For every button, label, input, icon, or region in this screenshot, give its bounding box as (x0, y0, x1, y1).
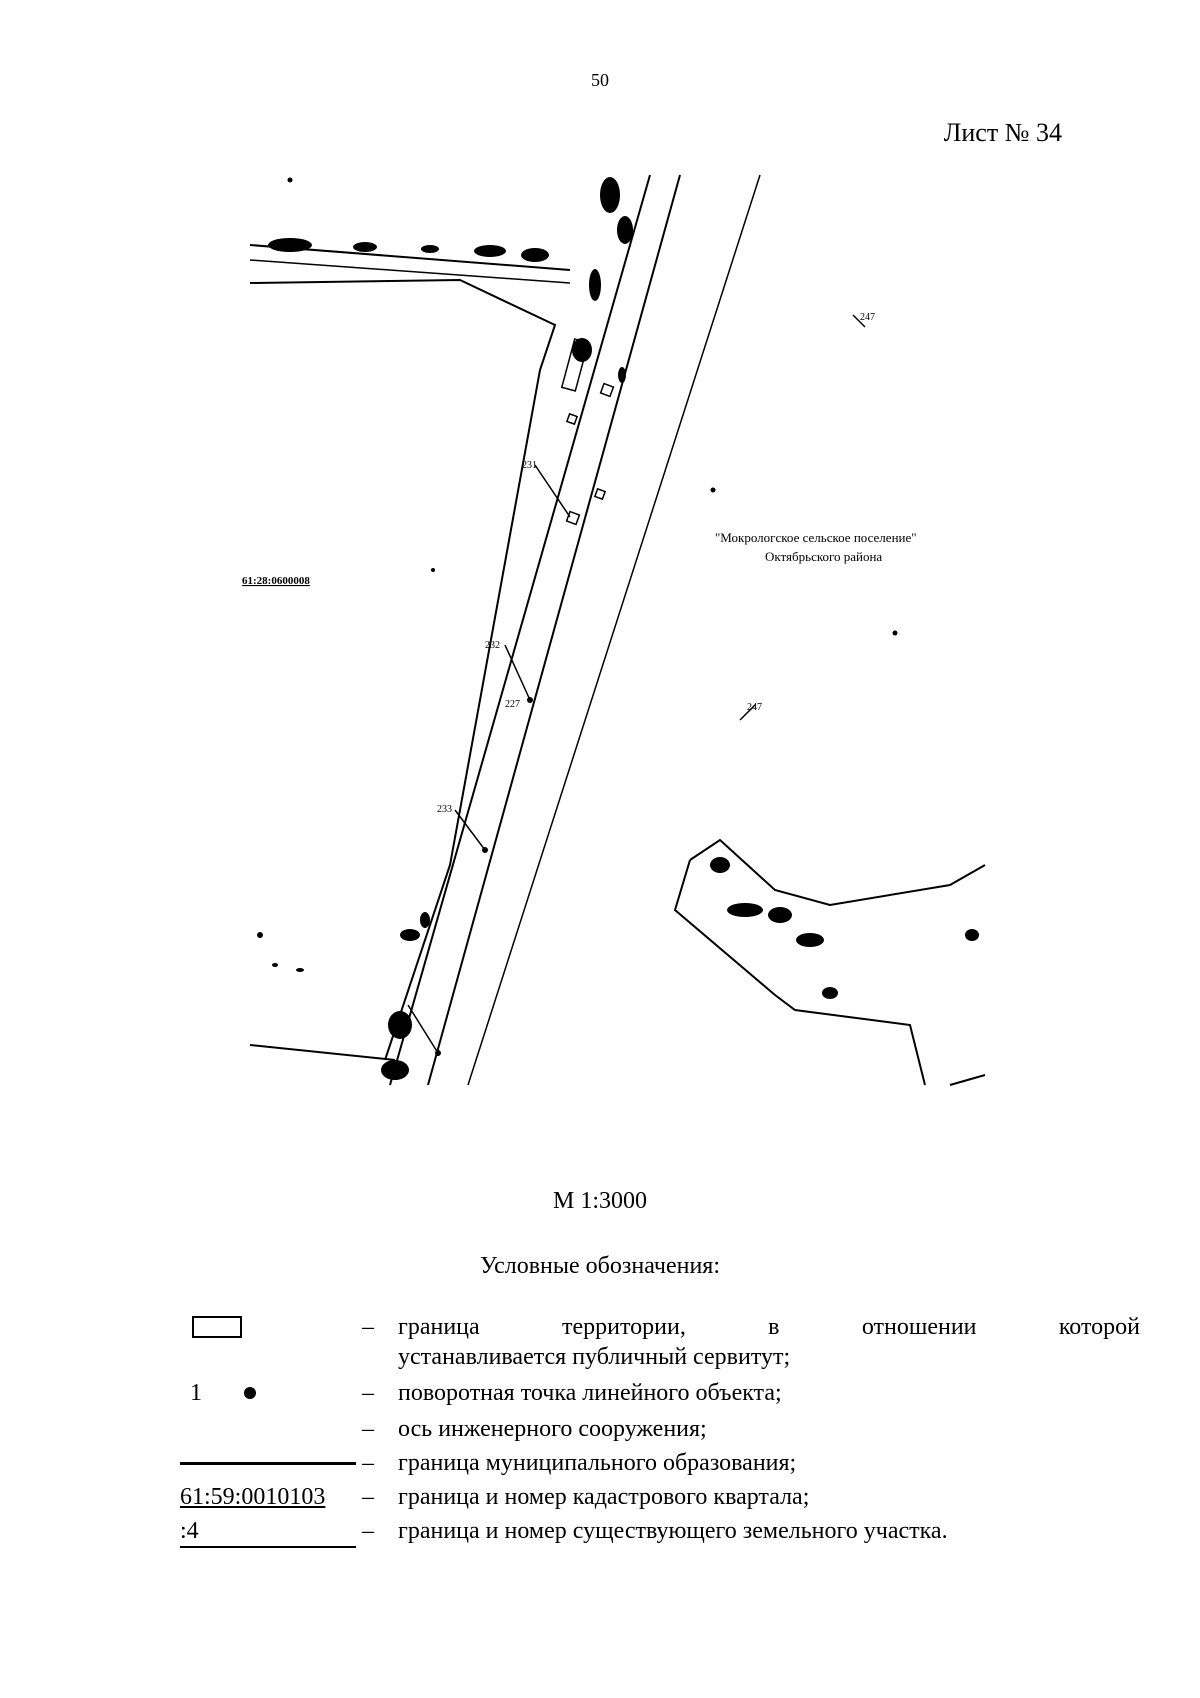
municipal-boundary-bottom (249, 1044, 396, 1061)
vegetation-blobs (257, 177, 979, 1080)
quarter-label: 61:28:0600008 (242, 575, 310, 587)
turning-point (527, 697, 533, 703)
easement-rect-small (565, 510, 581, 526)
point-label: 231 (522, 460, 537, 471)
legend-text: граница и номер существующего земельного… (398, 1518, 948, 1544)
parcel-boundary-right (673, 859, 926, 1086)
settlement-label-line1: "Мокрологское сельское поселение" (715, 530, 917, 545)
map-dot (710, 487, 716, 493)
legend: – граница территории, в отношении которо… (180, 1312, 1140, 1548)
map-dot (892, 630, 898, 636)
top-road-line-2 (249, 259, 571, 284)
map-scale: М 1:3000 (552, 1188, 647, 1214)
easement-rect-symbol (192, 1316, 242, 1338)
map-dot (287, 177, 293, 183)
easement-rect-small (599, 382, 615, 398)
page-number: 50 (591, 70, 609, 90)
road-edge-left (389, 174, 651, 1086)
label-leader (739, 704, 756, 721)
road-edge-far (467, 174, 761, 1086)
point-label: 227 (505, 699, 520, 710)
legend-text: граница территории, в отношении которой (398, 1314, 1140, 1340)
boundary-line-symbol (180, 1462, 356, 1465)
turning-point (482, 847, 488, 853)
parcel-boundary-right-top (689, 838, 986, 907)
point-label: 247 (860, 312, 875, 323)
legend-text: граница и номер кадастрового квартала; (398, 1484, 810, 1510)
point-label: 232 (485, 640, 500, 651)
legend-text: устанавливается публичный сервитут; (398, 1344, 791, 1370)
point-dot-icon (244, 1387, 256, 1399)
map: 231 232 233 247 247 227 61:28:0600008 "М… (242, 174, 986, 1086)
cadastral-number: 61:59:0010103 (180, 1484, 326, 1510)
axis-leader (454, 809, 486, 851)
parcel-boundary-right-bottom (949, 1074, 986, 1086)
legend-item-municipal: – граница муниципального образования; (180, 1448, 1140, 1478)
road-edge-right (427, 174, 681, 1086)
turning-point (435, 1050, 441, 1056)
legend-title: Условные обозначения: (479, 1253, 721, 1279)
axis-leader (407, 1004, 439, 1054)
legend-text: поворотная точка линейного объекта; (398, 1380, 782, 1406)
axis-leader (504, 644, 531, 701)
legend-item-turning-point: 1 – поворотная точка линейного объекта; (180, 1378, 1140, 1408)
parcel-number: :4 (180, 1516, 356, 1548)
point-label: 233 (437, 804, 452, 815)
sheet-label: Лист № 34 (943, 118, 1062, 147)
settlement-label-line2: Октябрьского района (765, 549, 882, 564)
easement-rect-small (593, 487, 607, 501)
legend-text: граница муниципального образования; (398, 1450, 797, 1476)
legend-item-parcel: :4 – граница и номер существующего земел… (180, 1516, 1140, 1548)
legend-item-easement: – граница территории, в отношении которо… (180, 1312, 1140, 1372)
map-dot (431, 568, 435, 572)
label-leader (852, 314, 866, 328)
axis-leader (534, 464, 571, 518)
point-number: 1 (190, 1380, 202, 1406)
legend-text: ось инженерного сооружения; (398, 1416, 707, 1442)
legend-symbol-rectangle (180, 1312, 362, 1342)
point-label: 247 (747, 702, 762, 713)
legend-item-cadastral: 61:59:0010103 – граница и номер кадастро… (180, 1482, 1140, 1512)
legend-item-axis: – ось инженерного сооружения; (180, 1414, 1140, 1444)
easement-rect-small (565, 412, 579, 426)
municipal-boundary-top (249, 278, 557, 1061)
